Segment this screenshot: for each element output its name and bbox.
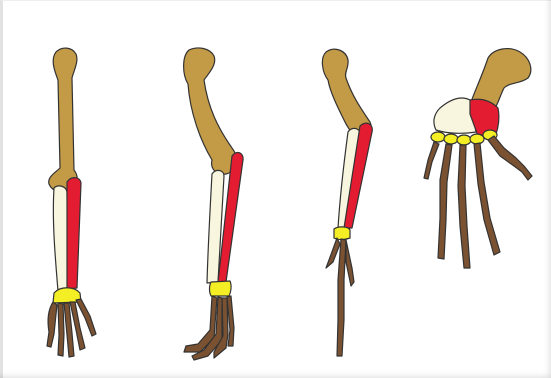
human-arm bbox=[47, 48, 96, 357]
human-ulna bbox=[53, 186, 68, 291]
horse-phalanges bbox=[326, 238, 354, 356]
horse-forelimb bbox=[322, 49, 372, 356]
cat-phalanges bbox=[184, 296, 234, 360]
human-humerus bbox=[49, 48, 77, 192]
bat-phalanges bbox=[424, 136, 532, 268]
cat-humerus bbox=[184, 48, 237, 174]
bat-wing bbox=[424, 49, 532, 268]
human-radius bbox=[67, 178, 81, 289]
horse-carpals bbox=[334, 227, 350, 240]
human-phalanges bbox=[47, 299, 96, 357]
cat-carpals bbox=[210, 281, 232, 296]
cat-forelimb bbox=[184, 48, 243, 360]
